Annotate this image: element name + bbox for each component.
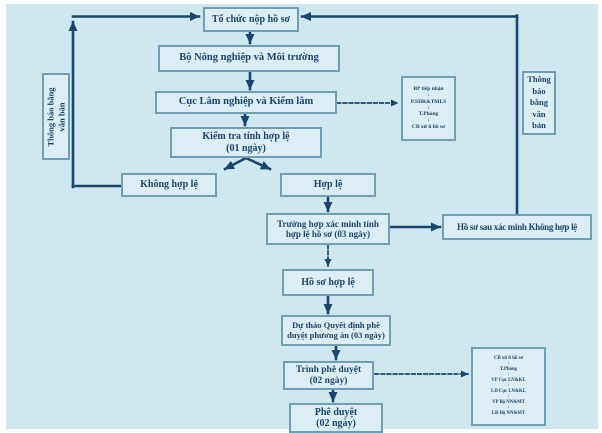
intake-chain-step4: CB xử lí hồ sơ (411, 123, 446, 130)
node-draft-decision-line1: Dự thảo Quyết định phê (292, 319, 380, 330)
node-approve-line2: (02 ngày) (316, 418, 356, 429)
node-submit-org: Tổ chức nộp hồ sơ (203, 7, 299, 32)
down-arrow-icon: ↓ (427, 117, 430, 124)
node-invalid: Không hợp lệ (121, 173, 217, 197)
node-valid-dossier: Hồ sơ hợp lệ (282, 269, 374, 296)
node-notify-left-text: Thông báo bằng văn bản (45, 74, 66, 160)
node-ministry: Bộ Nông nghiệp và Môi trường (158, 45, 340, 72)
approval-chain-step6: LĐ Bộ NN&MT (491, 410, 526, 416)
down-arrow-icon: ↓ (507, 394, 510, 400)
node-notify-left: Thông báo bằng văn bản (42, 73, 70, 160)
notify-right-word3: bằng (530, 97, 548, 108)
approval-chain-step1: CB xử lí hồ sơ (494, 355, 523, 361)
notify-right-word1: Thông (527, 74, 551, 85)
node-submit-approval-line1: Trình phê duyệt (295, 364, 362, 375)
node-check-validity: Kiểm tra tính hợp lệ (01 ngày) (170, 127, 322, 158)
down-arrow-icon: ↓ (427, 104, 430, 111)
node-verify-case-line2: hợp lệ hồ sơ (03 ngày) (285, 229, 371, 239)
node-department: Cục Lâm nghiệp và Kiểm lâm (155, 91, 337, 114)
notify-right-word5: bản (532, 120, 546, 131)
down-arrow-icon: ↓ (507, 405, 510, 411)
intake-chain-step3: T.Phòng (418, 111, 439, 118)
approval-chain-step5: VP Bộ NN&MT (492, 399, 525, 405)
notify-right-word4: văn (532, 108, 546, 119)
node-approve-line1: Phê duyệt (314, 406, 358, 418)
node-submit-approval: Trình phê duyệt (02 ngày) (283, 361, 374, 390)
down-arrow-icon: ↓ (507, 383, 510, 389)
node-approve: Phê duyệt (02 ngày) (289, 403, 383, 433)
node-check-validity-line1: Kiểm tra tính hợp lệ (202, 131, 290, 142)
down-arrow-icon: ↓ (427, 92, 430, 99)
down-arrow-icon: ↓ (507, 372, 510, 378)
intake-chain-step2: P.SDR&TMLS (410, 98, 447, 105)
notify-left-line1: Thông báo bằng (45, 86, 56, 147)
intake-chain-step1: BP tiếp nhận (413, 85, 444, 92)
approval-chain-step4: LĐ Cục LN&KL (491, 388, 526, 394)
node-draft-decision: Dự thảo Quyết định phê duyệt phương án (… (281, 315, 391, 346)
connector-check-to-valid (244, 156, 272, 171)
notify-left-line2: văn bản (56, 101, 66, 132)
node-check-validity-line2: (01 ngày) (226, 142, 266, 154)
node-intake-chain: BP tiếp nhận ↓ P.SDR&TMLS ↓ T.Phòng ↓ CB… (401, 76, 456, 141)
approval-chain-step2: T.Phòng (499, 366, 518, 372)
approval-chain-step3: VP Cục LN&KL (491, 377, 526, 383)
node-notify-right: Thông báo bằng văn bản (522, 71, 556, 135)
node-submit-approval-line2: (02 ngày) (309, 375, 348, 386)
node-valid: Hợp lệ (280, 173, 376, 197)
node-draft-decision-line2: duyệt phương án (03 ngày) (287, 329, 385, 340)
node-approval-chain: CB xử lí hồ sơ ↓ T.Phòng ↓ VP Cục LN&KL … (471, 347, 546, 426)
notify-right-word2: báo (532, 85, 546, 96)
node-verify-case-line1: Trường hợp xác minh tính (277, 218, 379, 229)
connector-check-to-invalid (223, 156, 248, 171)
node-verify-case: Trường hợp xác minh tính hợp lệ hồ sơ (0… (266, 213, 390, 245)
node-after-verify-invalid: Hồ sơ sau xác minh Không hợp lệ (442, 214, 592, 240)
down-arrow-icon: ↓ (507, 361, 510, 367)
